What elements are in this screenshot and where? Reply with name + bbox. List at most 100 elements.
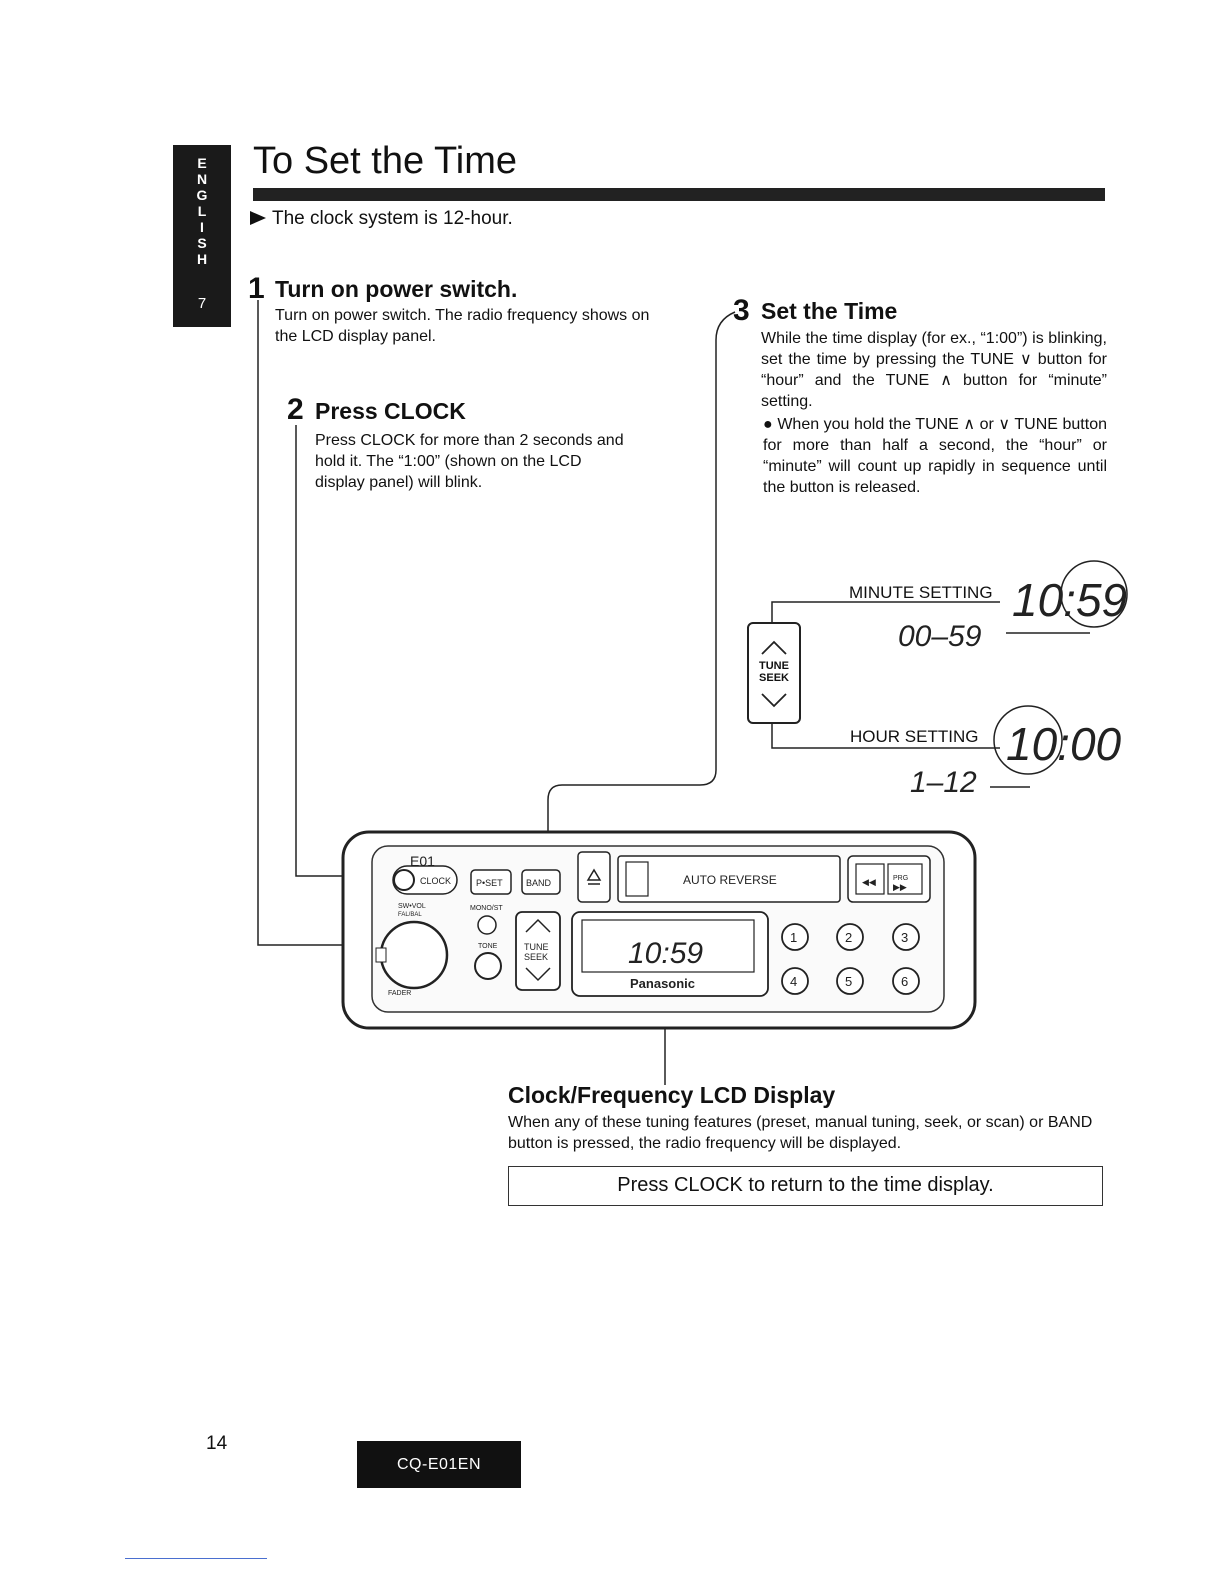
mono-st-button[interactable] [477,915,497,935]
hour-setting-label: HOUR SETTING [850,727,979,746]
tab-letter: G [196,187,208,203]
step-3-bullet: ● When you hold the TUNE ∧ or ∨ TUNE but… [763,416,1107,496]
intro-note: The clock system is 12-hour. [250,208,513,230]
tune-up-arrow-icon [761,640,787,655]
eject-button[interactable] [577,851,611,903]
tone-knob[interactable] [474,952,502,980]
tab-section-number: 7 [197,295,207,312]
lcd-section-heading: Clock/Frequency LCD Display [508,1082,836,1108]
pointer-arrow-icon [250,211,266,225]
falbal-label: FAL/BAL [398,912,422,918]
model-badge: CQ-E01EN [357,1441,521,1488]
tune-down-arrow-icon [761,693,787,708]
step-3-body: While the time display (for ex., “1:00”)… [761,330,1107,410]
minute-setting-label: MINUTE SETTING [849,583,993,602]
tab-letter: I [200,219,204,235]
tab-letter: S [197,235,207,251]
eject-icon [586,868,602,885]
lcd-section-body: When any of these tuning features (prese… [508,1114,1093,1152]
auto-reverse-label: AUTO REVERSE [683,873,777,887]
hour-display-value: 10:00 [1006,718,1122,770]
cassette-door [617,855,841,903]
step-1-number: 1 [248,272,265,305]
page-title: To Set the Time [253,140,518,182]
language-tab: E N G L I S H 7 [173,145,231,327]
preset-label: 4 [790,974,797,989]
rocker-seek-label: SEEK [524,952,548,962]
preset-button-4[interactable] [781,967,809,995]
tune-up-icon [525,918,551,933]
tone-label: TONE [478,943,498,950]
volume-knob[interactable] [379,920,449,990]
pset-button[interactable]: P•SET [470,869,512,895]
preset-label: 1 [790,930,797,945]
tune-seek-rocker[interactable]: TUNE SEEK [515,911,561,991]
preset-buttons: 1 2 3 4 5 6 [781,923,920,995]
lcd-time-readout: 10:59 [628,937,703,970]
tab-letter: H [196,251,208,267]
fast-forward-icon: ▶▶ [893,882,907,892]
clock-button[interactable]: CLOCK [392,865,458,895]
minute-range-value: 00–59 [898,620,982,653]
preset-button-3[interactable] [892,923,920,951]
step-1-heading: Turn on power switch. [275,276,518,302]
band-button[interactable]: BAND [521,869,561,895]
seek-text: SEEK [759,672,789,684]
preset-button-5[interactable] [836,967,864,995]
monost-label: MONO/ST [470,905,503,912]
pset-button-label: P•SET [476,878,503,888]
tune-seek-button-detail: TUNE SEEK [747,622,801,724]
step-3-number: 3 [733,294,750,327]
hour-range-value: 1–12 [910,766,977,799]
preset-label: 2 [845,930,852,945]
step-2-number: 2 [287,393,304,426]
hour-connector-line [771,722,1000,749]
step-3-leader-line [547,311,736,920]
unit-model-label: E01 [410,853,435,869]
model-name: CQ-E01EN [396,1456,482,1473]
band-button-label: BAND [526,878,552,888]
intro-text: The clock system is 12-hour. [272,208,513,229]
language-tab-letters: E N G L I S H [173,155,231,267]
note-box: Press CLOCK to return to the time displa… [508,1166,1103,1206]
brand-logo: Panasonic [630,976,695,991]
cassette-window [625,861,649,897]
page-number: 14 [206,1433,228,1454]
step-2-leader-line [295,425,395,877]
minute-magnifier-circle [1060,560,1128,628]
tune-text: TUNE [759,660,789,672]
note-text: Press CLOCK to return to the time displa… [617,1174,994,1196]
preset-label: 3 [901,930,908,945]
bottom-rule [125,1558,267,1559]
fader-label: FADER [388,990,411,997]
knob-marker [375,947,387,963]
lcd-screen [581,919,755,973]
rocker-tune-label: TUNE [524,942,549,952]
tab-letter: E [197,155,207,171]
tune-arrows [761,640,787,708]
step-3-heading: Set the Time [761,298,898,324]
prg-label: PRG [893,875,908,882]
minute-display-value: 10:59 [1012,574,1127,626]
rewind-ff-buttons[interactable]: ◀◀ PRG ▶▶ [847,855,931,903]
tab-letter: L [197,203,207,219]
tune-seek-text: TUNE SEEK [749,660,799,684]
step-2-body: Press CLOCK for more than 2 seconds and … [315,432,624,491]
tab-letter: N [196,171,208,187]
step-1-body: Turn on power switch. The radio frequenc… [275,307,650,345]
clock-button-label: CLOCK [420,876,451,886]
preset-button-6[interactable] [892,967,920,995]
preset-button-2[interactable] [836,923,864,951]
minute-connector-line [771,601,1000,622]
preset-label: 6 [901,974,908,989]
swvol-label: SW•VOL [398,903,426,910]
preset-label: 5 [845,974,852,989]
radio-head-unit: E01 CLOCK P•SET BAND SW•VOL FAL/BAL MONO… [341,830,977,1030]
preset-button-1[interactable] [781,923,809,951]
hour-magnifier-circle [993,705,1063,775]
title-rule [253,188,1105,201]
step-2-heading: Press CLOCK [315,398,466,424]
tune-down-icon [525,967,551,982]
rewind-icon: ◀◀ [862,877,876,887]
